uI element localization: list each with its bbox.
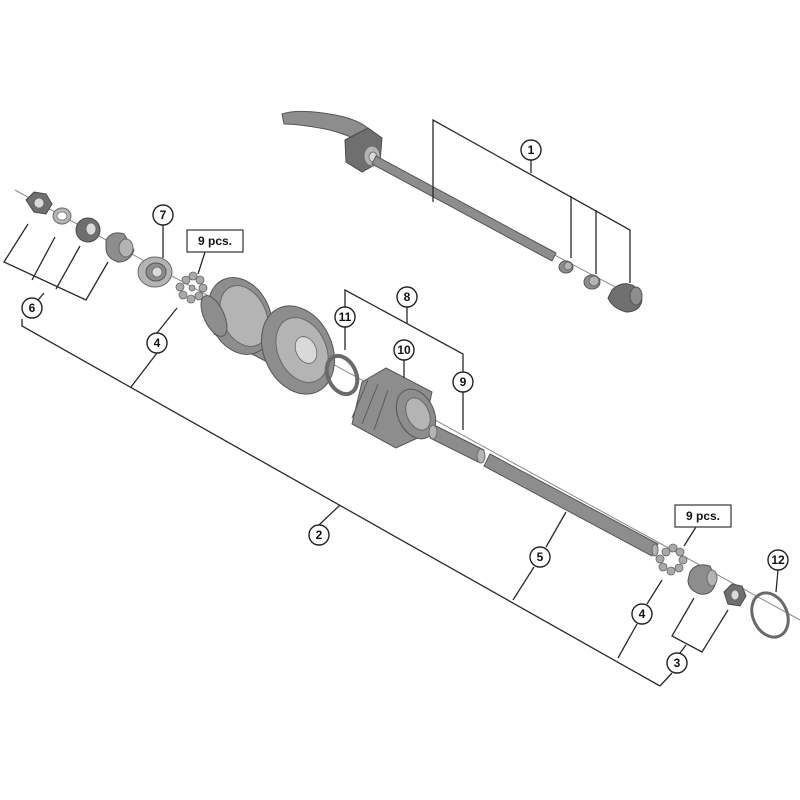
left-locknut [25,191,53,215]
left-spacer [75,217,101,243]
left-washer [52,207,72,225]
right-locknut [723,583,747,607]
callout-4-right[interactable]: 4 [631,603,653,625]
callout-8-label: 8 [404,290,411,304]
callout-12[interactable]: 12 [767,549,789,571]
right-ball-bearings [655,543,688,576]
hub-body [200,277,335,395]
leader-lines [3,118,779,687]
quantity-note-right: 9 pcs. [674,504,732,528]
quick-release-lever [281,110,383,173]
callout-7-label: 7 [160,208,167,222]
callout-9-label: 9 [460,375,467,389]
callout-5[interactable]: 5 [529,546,551,568]
callout-3[interactable]: 3 [666,652,688,674]
right-cone [687,564,718,595]
callout-5-label: 5 [537,550,544,564]
quantity-note-left-text: 9 pcs. [198,234,232,248]
callout-4-right-label: 4 [639,607,646,621]
callout-1-label: 1 [528,143,535,157]
callout-12-label: 12 [771,553,785,567]
skewer-nut [607,283,643,313]
skewer-spring-small [558,260,574,274]
quick-release-skewer [371,155,557,262]
callout-4-left-label: 4 [154,336,161,350]
callout-8[interactable]: 8 [396,286,418,308]
cassette-spacer-ring [750,591,790,639]
callout-2[interactable]: 2 [308,524,330,546]
callout-11[interactable]: 11 [334,306,356,328]
quantity-note-right-text: 9 pcs. [686,509,720,523]
callout-11-label: 11 [339,310,352,324]
callout-4-left[interactable]: 4 [146,332,168,354]
callout-10[interactable]: 10 [393,339,415,361]
freehub-body [351,367,437,449]
callout-10-label: 10 [397,343,411,357]
callout-2-label: 2 [316,528,323,542]
callout-9[interactable]: 9 [452,371,474,393]
callout-1[interactable]: 1 [520,139,542,161]
freehub-spacer-ring [324,353,360,397]
left-cone [105,232,135,263]
quantity-note-left: 9 pcs. [186,229,244,253]
hub-axle [483,453,659,557]
dust-cap [137,256,173,288]
callout-7[interactable]: 7 [152,204,174,226]
skewer-spring-cone [583,274,601,290]
callout-6-label: 6 [29,301,36,315]
callout-6[interactable]: 6 [21,297,43,319]
callout-3-label: 3 [674,656,681,670]
freehub-fixing-bolt [428,424,486,464]
left-ball-bearings [175,271,208,304]
